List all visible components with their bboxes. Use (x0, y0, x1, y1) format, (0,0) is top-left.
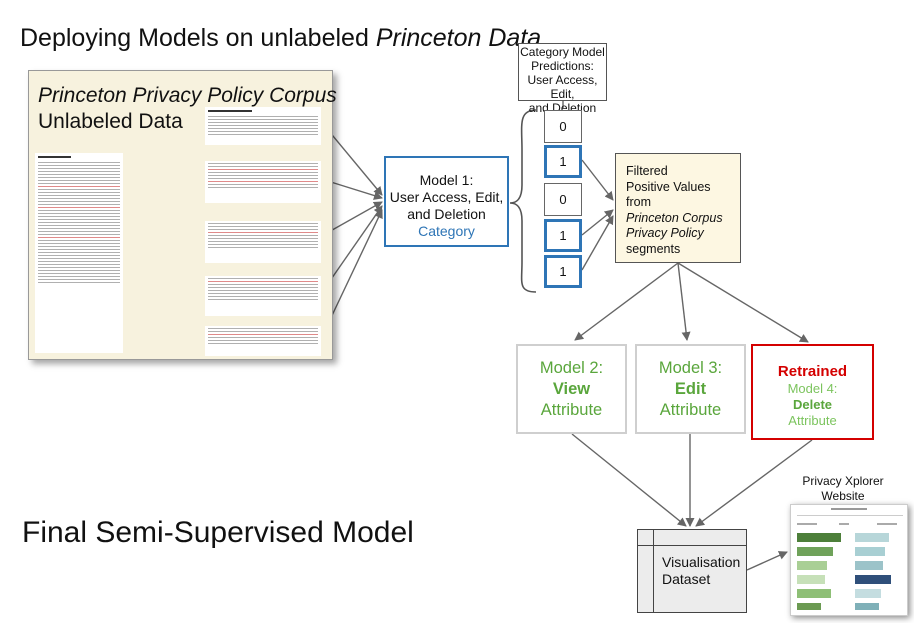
model-4-attribute: Delete (792, 397, 833, 412)
thumb-bar (855, 547, 885, 556)
corpus-segment-5 (205, 326, 321, 356)
website-title-line-2: Website (821, 489, 865, 503)
corpus-segment-2 (205, 161, 321, 203)
website-title-line-1: Privacy Xplorer (802, 474, 884, 488)
category-predictions-label: Category Model Predictions: User Access,… (518, 43, 607, 115)
prediction-cell: 1 (544, 145, 582, 178)
prediction-cell: 0 (544, 183, 582, 216)
visualisation-dataset-box: Visualisation Dataset (637, 529, 747, 613)
model-1-line-3: and Deletion (407, 206, 486, 222)
prediction-cell: 0 (544, 110, 582, 143)
filtered-line-2: Positive Values (626, 179, 711, 194)
page-title: Deploying Models on unlabeled Princeton … (20, 24, 541, 53)
category-line-3: User Access, Edit, (527, 73, 598, 101)
model-1-line-2: User Access, Edit, (389, 189, 504, 205)
model-1-category: Category (418, 223, 475, 239)
filtered-line-3: from (626, 195, 651, 209)
model-4-box: Retrained Model 4: Delete Attribute (751, 344, 874, 440)
thumb-bar (855, 603, 879, 610)
model-4-suffix: Attribute (788, 413, 837, 428)
category-line-2: Predictions: (531, 59, 594, 73)
dataset-divider-vertical (653, 529, 654, 613)
thumb-bar (797, 575, 825, 584)
model-2-attribute: View (552, 380, 591, 398)
corpus-segment-1 (205, 107, 321, 145)
dataset-line-1: Visualisation (662, 554, 741, 570)
prediction-cell: 1 (544, 219, 582, 252)
model-3-box: Model 3: Edit Attribute (635, 344, 746, 434)
thumb-bar (797, 561, 827, 570)
corpus-document-page (35, 153, 123, 353)
prediction-cell: 1 (544, 255, 582, 288)
model-2-suffix: Attribute (540, 401, 603, 419)
filtered-line-1: Filtered (626, 164, 668, 178)
thumb-rule (797, 515, 903, 516)
corpus-segment-4 (205, 276, 321, 316)
title-italic-text: Princeton Data (375, 24, 542, 52)
corpus-title: Princeton Privacy Policy Corpus (38, 84, 337, 107)
model-4-retrained-tag: Retrained (777, 363, 848, 380)
model-1-box: Model 1: User Access, Edit, and Deletion… (384, 156, 509, 247)
title-text: Deploying Models on unlabeled (20, 24, 376, 52)
model-3-attribute: Edit (674, 380, 707, 398)
thumb-text (797, 523, 817, 525)
category-line-1: Category Model (520, 45, 605, 59)
website-thumbnail (790, 504, 908, 616)
dataset-divider-horizontal (637, 545, 747, 546)
thumb-bar (797, 589, 831, 598)
thumb-bar (797, 603, 821, 610)
thumb-text (877, 523, 897, 525)
filtered-values-box: Filtered Positive Values from Princeton … (615, 153, 741, 263)
filtered-line-6: segments (626, 241, 681, 256)
thumb-bar (855, 575, 891, 584)
filtered-line-4: Princeton Corpus (626, 210, 723, 225)
thumb-bar (855, 561, 883, 570)
model-4-name: Model 4: (787, 381, 838, 396)
corpus-subtitle: Unlabeled Data (38, 110, 183, 133)
corpus-panel (28, 70, 333, 360)
corpus-segment-3 (205, 221, 321, 263)
filtered-line-5: Privacy Policy (626, 226, 704, 240)
model-3-name: Model 3: (658, 359, 723, 377)
thumb-header (831, 508, 867, 510)
model-2-box: Model 2: View Attribute (516, 344, 627, 434)
thumb-bar (855, 589, 881, 598)
model-2-name: Model 2: (539, 359, 604, 377)
model-3-suffix: Attribute (659, 401, 722, 419)
thumb-bar (855, 533, 889, 542)
model-1-name: Model 1: (419, 172, 474, 188)
final-model-label: Final Semi-Supervised Model (22, 516, 414, 549)
thumb-text (839, 523, 849, 525)
dataset-line-2: Dataset (662, 571, 711, 587)
thumb-bar (797, 533, 841, 542)
website-title: Privacy Xplorer Website (790, 474, 896, 504)
thumb-bar (797, 547, 833, 556)
